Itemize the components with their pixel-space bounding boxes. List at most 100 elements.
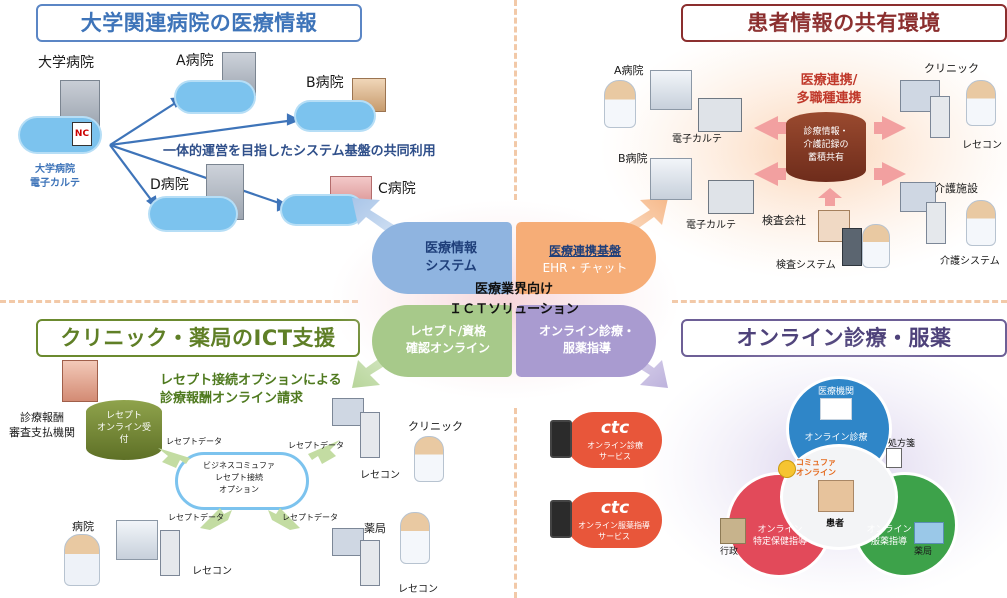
hub-quadrant-online[interactable] bbox=[516, 305, 656, 377]
label-tr-rececon: レセコン bbox=[962, 140, 1002, 151]
prescription-icon bbox=[886, 448, 902, 468]
label-a-hospital: A病院 bbox=[176, 53, 214, 69]
ctc-logo-1: ctc bbox=[600, 418, 630, 438]
nurse-icon bbox=[966, 80, 996, 126]
title-clinic-pharmacy-ict: クリニック・薬局のICT支援 bbox=[36, 319, 360, 357]
receipt-data-arrows bbox=[158, 440, 340, 530]
cloud-icon bbox=[150, 198, 236, 230]
label-receipt-data-1: レセプトデータ bbox=[166, 437, 222, 446]
building-icon bbox=[650, 70, 692, 110]
building-icon bbox=[116, 520, 158, 560]
title-university-hospital: 大学関連病院の医療情報 bbox=[36, 4, 362, 42]
server-icon bbox=[930, 96, 950, 138]
ctc-cloud-1[interactable] bbox=[566, 412, 662, 468]
label-receipt-heading: レセプト接続オプションによる 診療報酬オンライン請求 bbox=[160, 373, 342, 406]
ctc-cloud-2[interactable] bbox=[566, 492, 662, 548]
label-care-facility: 介護施設 bbox=[934, 182, 978, 195]
label-b-hospital: B病院 bbox=[306, 75, 344, 91]
label-university-hospital: 大学病院 bbox=[38, 55, 94, 71]
label-patient: 患者 bbox=[825, 519, 844, 529]
cloud-icon bbox=[282, 196, 362, 224]
label-bl-rececon-2: レセコン bbox=[192, 566, 232, 577]
hub-title-line2: ＩＣＴソリューション bbox=[449, 302, 579, 317]
smartphone-icon bbox=[550, 500, 572, 538]
house-icon bbox=[332, 528, 364, 556]
caregiver-icon bbox=[966, 200, 996, 246]
label-bl-hospital: 病院 bbox=[72, 520, 94, 533]
hub-quadrant-receipt[interactable] bbox=[372, 305, 512, 377]
doctor-icon bbox=[604, 80, 636, 128]
pharmacy-icon bbox=[914, 522, 944, 544]
label-online-consultation: オンライン診療 bbox=[804, 433, 868, 443]
label-d-hospital: D病院 bbox=[150, 177, 189, 193]
database-icon bbox=[786, 112, 866, 182]
doctor-icon bbox=[64, 534, 100, 586]
label-tr-ehr1: 電子カルテ bbox=[672, 134, 722, 145]
computer-icon bbox=[708, 180, 754, 214]
label-online-medication: オンライン 服薬指導 bbox=[866, 525, 912, 547]
hub-quadrant-medical-system[interactable] bbox=[372, 222, 512, 294]
label-tr-clinic: クリニック bbox=[924, 62, 979, 75]
nc-logo-icon: NC bbox=[72, 122, 92, 146]
building-icon bbox=[62, 360, 98, 402]
label-university-ehr: 大学病院 電子カルテ bbox=[30, 164, 80, 189]
hub-label-receipt: レセプト/資格 確認オンライン bbox=[405, 324, 490, 355]
label-c-hospital: C病院 bbox=[378, 181, 416, 197]
label-receipt-data-4: レセプトデータ bbox=[282, 513, 338, 522]
label-receipt-db: レセプト オンライン受 付 bbox=[96, 411, 151, 445]
technician-icon bbox=[862, 224, 890, 268]
hospital-icon bbox=[820, 398, 852, 420]
label-tr-a-hospital: A病院 bbox=[614, 64, 644, 77]
building-icon bbox=[650, 158, 692, 200]
label-tr-ehr2: 電子カルテ bbox=[686, 220, 736, 231]
government-icon bbox=[720, 518, 746, 544]
cloud-icon bbox=[296, 102, 374, 130]
label-bl-rececon-3: レセコン bbox=[398, 584, 438, 595]
cloud-icon bbox=[176, 82, 254, 112]
server-icon bbox=[842, 228, 862, 266]
separator-right bbox=[672, 300, 1007, 303]
label-tr-b-hospital: B病院 bbox=[618, 152, 648, 165]
computer-icon bbox=[698, 98, 742, 132]
hub-label-medical-system: 医療情報 システム bbox=[424, 241, 477, 274]
server-icon bbox=[160, 530, 180, 576]
database-icon bbox=[86, 400, 162, 460]
ctc-logo-2: ctc bbox=[600, 498, 630, 518]
label-bl-rececon-1: レセコン bbox=[360, 470, 400, 481]
hub-label-ehr-platform: 医療連携基盤 bbox=[548, 244, 621, 258]
label-bl-pharmacy: 薬局 bbox=[364, 522, 386, 535]
pharmacist-icon bbox=[400, 512, 430, 564]
hub-title-line1: 医療業界向け bbox=[474, 282, 553, 297]
hub-label-online: オンライン診療・ 服薬指導 bbox=[538, 324, 635, 355]
label-shared-infrastructure: 一体的運営を目指したシステム基盤の共同利用 bbox=[163, 144, 436, 159]
label-brand: コミュファ オンライン bbox=[796, 458, 836, 477]
label-lab-company: 検査会社 bbox=[762, 214, 806, 227]
nurse-icon bbox=[414, 436, 444, 482]
label-shared-records: 診療情報・ 介護記録の 蓄積共有 bbox=[803, 127, 849, 163]
smartphone-icon bbox=[550, 420, 572, 458]
label-bl-clinic: クリニック bbox=[408, 420, 463, 433]
hub-label-ehr-chat: EHR・チャット bbox=[542, 261, 628, 275]
label-online-medication-service: オンライン服薬指導 サービス bbox=[578, 521, 650, 541]
label-medical-institution: 医療機関 bbox=[817, 387, 854, 397]
separator-top bbox=[514, 0, 517, 200]
house-icon bbox=[332, 398, 364, 426]
tr-sync-arrows bbox=[754, 116, 906, 206]
mascot-icon bbox=[778, 460, 796, 478]
label-online-consult-service: オンライン診療 サービス bbox=[587, 441, 643, 461]
patient-icon bbox=[818, 480, 854, 512]
separator-left bbox=[0, 300, 358, 303]
label-government: 行政 bbox=[720, 547, 739, 557]
label-lab-system: 検査システム bbox=[776, 260, 836, 271]
separator-bottom bbox=[514, 408, 517, 598]
label-medical-collaboration: 医療連携/ 多職種連携 bbox=[796, 73, 862, 106]
label-business-commufa: ビジネスコミュファ レセプト接続 オプション bbox=[203, 461, 275, 494]
server-icon bbox=[360, 540, 380, 586]
server-icon bbox=[360, 412, 380, 458]
label-care-system: 介護システム bbox=[940, 256, 1000, 267]
hub-quadrant-ehr[interactable] bbox=[516, 222, 656, 294]
label-pharmacy-br: 薬局 bbox=[914, 547, 933, 557]
cloud-icon[interactable] bbox=[175, 452, 309, 510]
label-receipt-data-3: レセプトデータ bbox=[168, 513, 224, 522]
label-specific-health-guidance: オンライン 特定保健指導 bbox=[752, 525, 807, 547]
